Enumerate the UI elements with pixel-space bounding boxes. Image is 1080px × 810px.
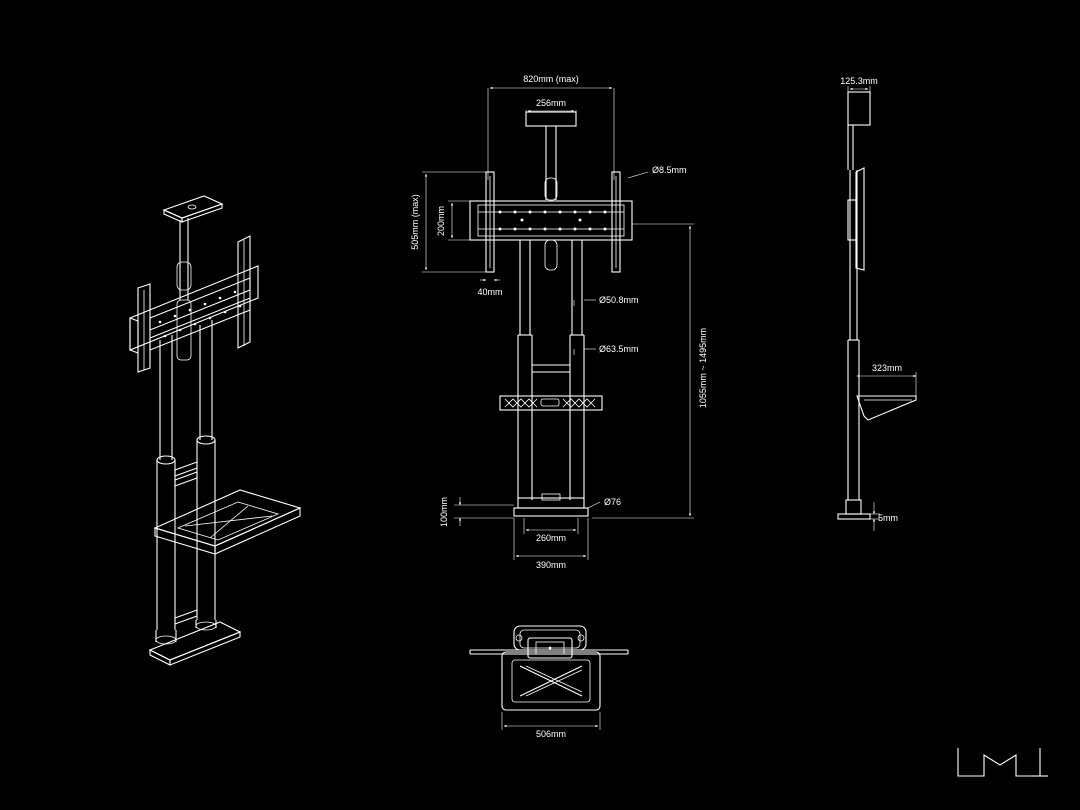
dim-rail-width: 40mm [477, 287, 502, 297]
top-dimensions [501, 712, 601, 730]
dim-base-offset: 100mm [439, 497, 449, 527]
dim-side-top: 125.3mm [840, 76, 878, 86]
dim-hole: Ø8.5mm [652, 165, 687, 175]
dim-shelf-depth: 323mm [872, 363, 902, 373]
front-view [469, 111, 633, 517]
dim-base-inner: 260mm [536, 533, 566, 543]
shelf-pattern [504, 398, 596, 408]
dim-shelf-width: 506mm [536, 729, 566, 739]
logo-mark [957, 748, 1048, 777]
dim-top-plate: 256mm [536, 98, 566, 108]
dim-lower-tube: Ø63.5mm [599, 344, 639, 354]
dim-foot-tube: Ø76 [604, 497, 621, 507]
dim-bracket-height: 200mm [436, 206, 446, 236]
dim-height-max: 505mm (max) [410, 194, 420, 250]
dim-width-max: 820mm (max) [523, 74, 579, 84]
isometric-view [129, 195, 302, 666]
side-view [837, 91, 917, 520]
dim-height-range: 1055mm ~ 1495mm [698, 328, 708, 408]
front-vesa-holes [498, 210, 607, 231]
front-dimensions [422, 86, 694, 560]
top-view [469, 625, 629, 711]
dim-base-thickness: 5mm [878, 513, 898, 523]
side-dimensions [847, 86, 917, 531]
dim-base-outer: 390mm [536, 560, 566, 570]
dim-upper-tube: Ø50.8mm [599, 295, 639, 305]
